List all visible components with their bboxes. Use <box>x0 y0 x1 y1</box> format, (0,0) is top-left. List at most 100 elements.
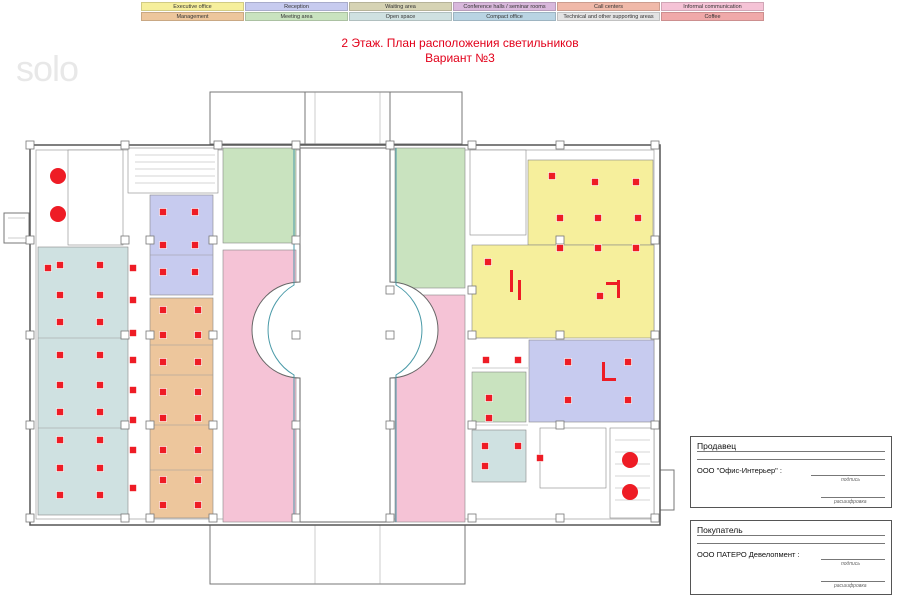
legend-item: Reception <box>245 2 348 11</box>
legend-item: Waiting area <box>349 2 452 11</box>
legend-item: Call centers <box>557 2 660 11</box>
ceiling-light-square <box>96 291 104 299</box>
ceiling-light-square <box>624 358 632 366</box>
ceiling-light-square <box>594 214 602 222</box>
legend-item: Informal communication <box>661 2 764 11</box>
ceiling-light-square <box>624 396 632 404</box>
management-room <box>149 297 214 519</box>
ceiling-light-round <box>622 452 638 468</box>
ceiling-light-square <box>129 296 137 304</box>
ceiling-light-square <box>96 261 104 269</box>
solo-logo: solo <box>16 48 79 89</box>
ceiling-light-square <box>56 436 64 444</box>
linear-light <box>617 280 620 298</box>
meeting-room-small <box>471 371 527 423</box>
ceiling-light-square <box>564 358 572 366</box>
meeting-room-right <box>394 147 466 289</box>
ceiling-light-square <box>96 436 104 444</box>
ceiling-light-square <box>194 501 202 509</box>
ceiling-light-square <box>129 484 137 492</box>
ceiling-light-square <box>536 454 544 462</box>
ceiling-light-square <box>514 442 522 450</box>
ceiling-light-square <box>194 414 202 422</box>
ceiling-light-square <box>129 329 137 337</box>
ceiling-light-square <box>485 394 493 402</box>
linear-light <box>602 378 616 381</box>
ceiling-light-square <box>556 214 564 222</box>
buyer-company: ООО ПАТЕРО Девелопмент : <box>697 550 800 559</box>
executive-office-top <box>527 159 654 246</box>
ceiling-light-square <box>159 446 167 454</box>
ceiling-light-square <box>56 491 64 499</box>
ceiling-light-square <box>44 264 52 272</box>
ceiling-light-square <box>129 264 137 272</box>
linear-light <box>602 362 605 380</box>
ceiling-light-round <box>50 168 66 184</box>
legend-item: Technical and other supporting areas <box>557 12 660 21</box>
linear-light <box>510 270 513 292</box>
ceiling-light-square <box>191 208 199 216</box>
ceiling-light-square <box>514 356 522 364</box>
ceiling-light-square <box>194 358 202 366</box>
legend-item: Coffee <box>661 12 764 21</box>
ceiling-light-square <box>591 178 599 186</box>
ceiling-light-square <box>159 358 167 366</box>
ceiling-light-round <box>50 206 66 222</box>
ceiling-light-square <box>194 446 202 454</box>
plan-variant: Вариант №3 <box>425 51 495 65</box>
legend-item: Conference halls / seminar rooms <box>453 2 556 11</box>
ceiling-light-square <box>159 208 167 216</box>
ceiling-light-square <box>129 446 137 454</box>
legend-item: Management <box>141 12 244 21</box>
ceiling-light-square <box>56 351 64 359</box>
seller-heading: Продавец <box>697 441 737 451</box>
ceiling-light-square <box>634 214 642 222</box>
ceiling-light-square <box>159 501 167 509</box>
buyer-heading: Покупатель <box>697 525 743 535</box>
compact-office <box>471 429 527 483</box>
linear-light <box>606 282 618 285</box>
ceiling-light-square <box>96 491 104 499</box>
ceiling-light-square <box>56 318 64 326</box>
ceiling-light-square <box>564 396 572 404</box>
ceiling-light-square <box>191 241 199 249</box>
seller-sign-caption: подпись <box>841 477 860 483</box>
ceiling-light-square <box>96 381 104 389</box>
ceiling-light-square <box>191 268 199 276</box>
ceiling-light-square <box>594 244 602 252</box>
plan-title: 2 Этаж. План расположения светильников <box>341 36 579 50</box>
open-space-room <box>37 246 129 516</box>
ceiling-light-square <box>159 388 167 396</box>
seller-decrypt-caption: расшифровка <box>834 499 867 505</box>
reception-room-right <box>528 339 655 423</box>
ceiling-light-square <box>159 331 167 339</box>
legend-item: Executive office <box>141 2 244 11</box>
ceiling-light-square <box>632 244 640 252</box>
ceiling-light-square <box>481 462 489 470</box>
room-type-legend: Executive office Reception Waiting area … <box>141 2 764 21</box>
ceiling-light-square <box>482 356 490 364</box>
legend-item: Open space <box>349 12 452 21</box>
ceiling-light-square <box>159 476 167 484</box>
ceiling-light-square <box>194 476 202 484</box>
linear-light <box>518 280 521 300</box>
ceiling-light-square <box>56 261 64 269</box>
legend-item: Meeting area <box>245 12 348 21</box>
ceiling-light-square <box>632 178 640 186</box>
ceiling-light-square <box>481 442 489 450</box>
ceiling-light-square <box>159 414 167 422</box>
buyer-signature-panel: Покупатель ООО ПАТЕРО Девелопмент : подп… <box>690 520 892 595</box>
ceiling-light-square <box>596 292 604 300</box>
ceiling-light-square <box>96 464 104 472</box>
ceiling-light-square <box>56 291 64 299</box>
ceiling-light-square <box>484 258 492 266</box>
legend-item: Compact office <box>453 12 556 21</box>
ceiling-light-square <box>96 318 104 326</box>
ceiling-light-square <box>129 416 137 424</box>
ceiling-light-square <box>159 268 167 276</box>
ceiling-light-square <box>485 414 493 422</box>
ceiling-light-square <box>129 386 137 394</box>
ceiling-light-round <box>622 484 638 500</box>
buyer-decrypt-caption: расшифровка <box>834 583 867 589</box>
